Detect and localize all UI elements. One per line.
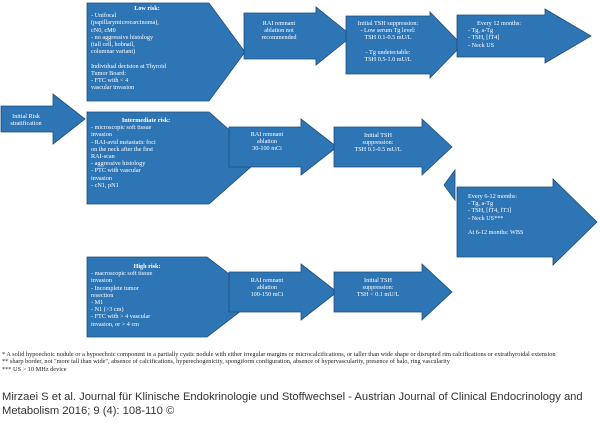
criteria-line: - PTC with vascular (91, 167, 141, 175)
criteria-line (91, 55, 203, 62)
low-risk-criteria-box: Low risk: - Unifocal (papillarymicrocarc… (91, 5, 203, 101)
criteria-line: (papillarymicrocarcinoma), (91, 19, 159, 27)
criteria-line: - no aggressive histology (91, 33, 154, 41)
tsh-line (351, 42, 425, 49)
intermediate-risk-title: Intermediate risk: (121, 117, 171, 124)
high-risk-title: High risk: (133, 263, 161, 270)
criteria-line: RAI-scan (91, 153, 115, 161)
criteria-line: - RAI-avid metastatic foci (91, 138, 156, 146)
criteria-line: - Incomplete tumor (91, 284, 139, 292)
criteria-line: invasion, or > 4 cm (91, 320, 139, 328)
tsh-line: TSH 0.1-0.5 mU/L (364, 34, 412, 42)
criteria-line: Tumor Board: (91, 69, 127, 77)
arrow-shapes (0, 2, 598, 338)
criteria-line: - macroscopic soft tissue (91, 270, 153, 278)
followup-line: - Tg, a-Tg (468, 27, 494, 35)
followup-line: - TSH, [fT4] (468, 34, 500, 42)
criteria-line: - cN1, pN1 (91, 181, 119, 189)
high-risk-criteria-box: High risk: - macroscopic soft tissue inv… (91, 263, 203, 335)
shared-followup-arrow (456, 178, 598, 266)
criteria-line: vascular invasion (91, 84, 135, 92)
low-risk-tsh-arrow (345, 11, 463, 79)
high-risk-criteria-arrow (86, 256, 260, 338)
followup-line: Every 12 months: (477, 20, 521, 27)
footnotes: * A solid hypoechoic nodule or a hypoech… (2, 351, 598, 373)
criteria-line: invasion (91, 174, 112, 182)
low-risk-title: Low risk: (134, 5, 160, 12)
high-risk-ablation-arrow (228, 263, 338, 321)
initial-risk-stratification-box: Initial Risk stratification (3, 113, 49, 135)
low-risk-followup-box: Every 12 months: - Tg, a-Tg - TSH, [fT4]… (468, 20, 530, 56)
start-line: Initial Risk (12, 113, 40, 120)
footnote: ** sharp border, not "more tall than wid… (2, 358, 450, 366)
followup-line: - TSH, [fT4, fT3] (468, 207, 512, 215)
criteria-line: columnar variant) (91, 48, 136, 56)
low-risk-ablation-box: RAI remnant ablation not recommended (247, 20, 311, 56)
tsh-line: Initial TSH (364, 277, 392, 284)
followup-line (468, 222, 534, 229)
followup-line: - Neck US (468, 41, 495, 49)
ablation-line: 100-150 mCi (250, 291, 284, 299)
intermediate-risk-tsh-box: Initial TSH suppression: TSH 0.1-0.5 mU/… (339, 132, 417, 162)
low-risk-criteria-arrow (86, 2, 246, 102)
intermediate-risk-criteria-arrow (86, 111, 262, 205)
criteria-line: resection (91, 291, 114, 299)
criteria-line: - Unifocal (91, 12, 117, 20)
low-risk-ablation-arrow (243, 6, 353, 66)
shared-followup-box: Every 6-12 months: - Tg, a-Tg - TSH, [fT… (468, 193, 534, 245)
criteria-line: - N1 (>3 cm) (91, 306, 124, 314)
intermediate-risk-tsh-arrow (333, 118, 453, 176)
followup-line: - Tg, a-Tg (468, 200, 494, 208)
tsh-line: Initial TSH (364, 132, 392, 139)
criteria-line: - M1 (91, 299, 104, 307)
criteria-line: invasion (91, 277, 112, 285)
criteria-line: on the neck after the first (91, 145, 154, 153)
ablation-line: ablation (257, 284, 277, 292)
tsh-line: TSH 0.5-1.0 mU/L (364, 56, 412, 64)
criteria-line: - FTC with > 4 vascular (91, 313, 151, 321)
tsh-line: TSH < 0.1 mU/L (356, 291, 400, 299)
criteria-line: - microscopic soft tissue (91, 124, 152, 132)
followup-line: At 6-12 months: WBS (468, 229, 524, 237)
ablation-line: RAI remnant (250, 277, 284, 284)
ablation-line: ablation (257, 138, 277, 146)
high-risk-tsh-box: Initial TSH suppression: TSH < 0.1 mU/L (339, 277, 417, 307)
followup-line: Every 6-12 months: (468, 193, 518, 200)
footnote: * A solid hypoechoic nodule or a hypoech… (2, 351, 556, 358)
footnote: *** US > 10 MHz device (2, 365, 67, 373)
ablation-line: recommended (261, 34, 297, 42)
citation-text: Mirzaei S et al. Journal für Klinische E… (2, 391, 583, 417)
intermediate-risk-ablation-box: RAI remnant ablation 30-100 mCi (234, 131, 300, 163)
low-risk-followup-arrow (456, 8, 592, 64)
high-risk-tsh-arrow (333, 263, 453, 321)
criteria-line: Individual decision at Thyroid (91, 62, 166, 70)
ablation-line: 30-100 mCi (252, 145, 282, 153)
low-risk-tsh-box: Initial TSH suppression: - Low serum Tg … (351, 20, 425, 72)
ablation-line: RAI remnant (250, 131, 284, 138)
ablation-line: ablation not (264, 27, 294, 35)
tsh-line: suppression: (362, 139, 394, 147)
intermediate-risk-criteria-box: Intermediate risk: - microscopic soft ti… (91, 117, 201, 199)
followup-line: - Neck US*** (468, 214, 504, 222)
tsh-line: - Low serum Tg level: (360, 27, 416, 35)
initial-risk-arrow (0, 93, 86, 145)
shared-followup-up-head (443, 168, 456, 202)
tsh-line: Initial TSH suppression: (357, 20, 419, 27)
ablation-line: RAI remnant (262, 20, 296, 27)
intermediate-risk-ablation-arrow (228, 118, 338, 176)
criteria-line: cN0, cM0 (91, 26, 116, 34)
criteria-line: invasion (91, 131, 112, 139)
criteria-line: - FTC with < 4 (91, 77, 129, 85)
criteria-line: - aggressive histology (91, 160, 146, 168)
tsh-line: suppression: (362, 284, 394, 292)
tsh-line: - Tg undetectable: (365, 48, 411, 56)
tsh-line: TSH 0.1-0.5 mU/L (354, 146, 402, 154)
criteria-line: (tall cell, hobnail, (91, 41, 135, 49)
start-line: stratification (10, 120, 42, 128)
high-risk-ablation-box: RAI remnant ablation 100-150 mCi (234, 277, 300, 309)
